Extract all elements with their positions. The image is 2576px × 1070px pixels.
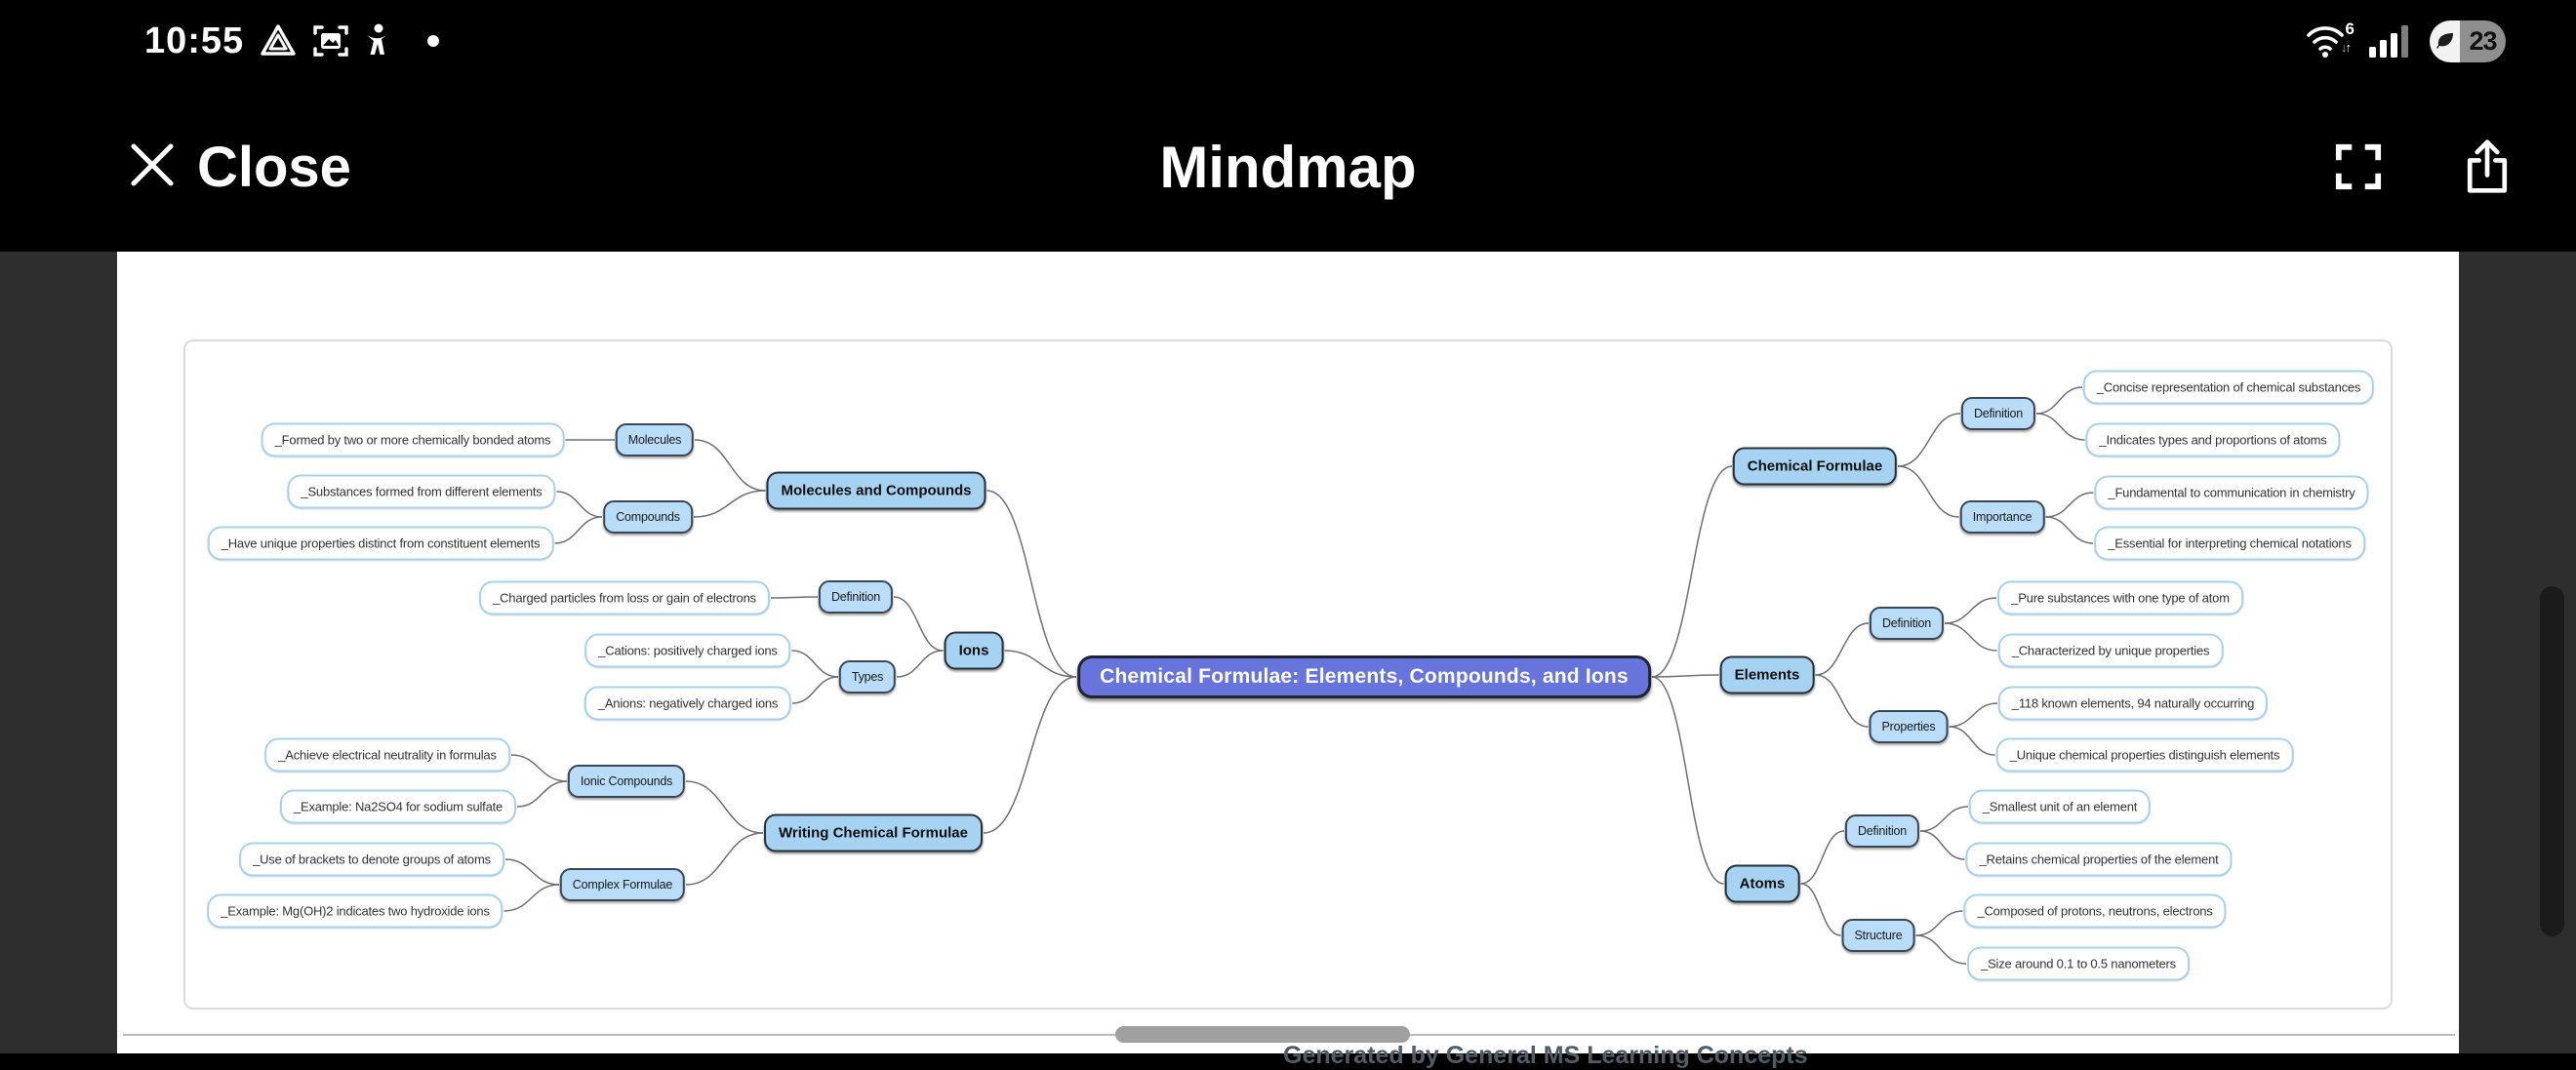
mindmap-node-r2[interactable]: _Indicates types and proportions of atom… <box>2085 422 2341 457</box>
status-left-cluster: 10:55 <box>0 20 440 62</box>
mindmap-node-l10[interactable]: _Example: Mg(OH)2 indicates two hydroxid… <box>207 893 503 929</box>
status-bar: 10:55 <box>0 0 2576 82</box>
horizontal-scrollbar-thumb[interactable] <box>1115 1026 1410 1043</box>
mindmap-node-types[interactable]: Types <box>838 660 897 694</box>
mindmap-node-r8[interactable]: _Unique chemical properties distinguish … <box>1995 737 2294 773</box>
mindmap-node-r11[interactable]: _Composed of protons, neutrons, electron… <box>1963 893 2227 929</box>
mindmap-node-complexf[interactable]: Complex Formulae <box>559 868 686 901</box>
fullscreen-icon <box>2335 143 2382 190</box>
status-right-cluster: 6 ↓↑ 23 <box>2306 0 2506 82</box>
mindmap-node-mc[interactable]: Molecules and Compounds <box>766 471 986 510</box>
mindmap-node-ioniccomp[interactable]: Ionic Compounds <box>567 765 686 798</box>
mindmap-node-cfdef[interactable]: Definition <box>1960 397 2036 430</box>
mindmap-node-compounds[interactable]: Compounds <box>603 500 693 534</box>
mindmap-node-l8[interactable]: _Example: Na2SO4 for sodium sulfate <box>279 789 517 824</box>
mindmap-node-atdef[interactable]: Definition <box>1844 814 1920 848</box>
clock-time: 10:55 <box>144 20 245 61</box>
mindmap-node-eldef[interactable]: Definition <box>1869 607 1945 640</box>
mindmap-node-r6[interactable]: _Characterized by unique properties <box>1997 633 2224 668</box>
mindmap-node-l9[interactable]: _Use of brackets to denote groups of ato… <box>239 842 504 877</box>
mindmap-node-r3[interactable]: _Fundamental to communication in chemist… <box>2094 475 2369 510</box>
mindmap-node-importance[interactable]: Importance <box>1959 500 2045 534</box>
screenshot-icon <box>312 23 349 59</box>
mindmap-node-r12[interactable]: _Size around 0.1 to 0.5 nanometers <box>1967 946 2190 981</box>
battery-indicator: 23 <box>2430 20 2506 62</box>
mindmap-node-l5[interactable]: _Cations: positively charged ions <box>584 633 791 668</box>
share-icon <box>2467 139 2508 193</box>
battery-saver-leaf-icon <box>2430 20 2460 62</box>
mindmap-caption: Generated by General MS Learning Concept… <box>1283 1042 1808 1069</box>
mindmap-node-r7[interactable]: _118 known elements, 94 naturally occurr… <box>1997 686 2269 721</box>
triangle-alert-icon <box>260 23 297 59</box>
mindmap-node-molecules[interactable]: Molecules <box>615 423 695 456</box>
mindmap-node-l3[interactable]: _Have unique properties distinct from co… <box>207 526 554 561</box>
mindmap-node-r4[interactable]: _Essential for interpreting chemical not… <box>2094 526 2365 561</box>
battery-percent-wrap: 23 <box>2460 20 2506 62</box>
mindmap-node-structure[interactable]: Structure <box>1841 919 1915 952</box>
mindmap-node-l1[interactable]: _Formed by two or more chemically bonded… <box>261 422 565 457</box>
close-icon <box>127 139 178 195</box>
wifi-6-label: 6 <box>2345 20 2355 38</box>
mindmap-node-r10[interactable]: _Retains chemical properties of the elem… <box>1965 842 2233 877</box>
wifi-traffic-arrows: ↓↑ <box>2341 40 2352 55</box>
close-button[interactable]: Close <box>127 82 351 252</box>
mindmap-node-iondef[interactable]: Definition <box>818 580 894 614</box>
header-actions <box>2334 82 2512 252</box>
mindmap-node-atoms[interactable]: Atoms <box>1724 864 1800 903</box>
mindmap-node-wcf[interactable]: Writing Chemical Formulae <box>764 813 983 852</box>
page-title: Mindmap <box>1159 134 1417 200</box>
mindmap-node-properties[interactable]: Properties <box>1869 710 1949 743</box>
close-label: Close <box>197 135 351 199</box>
accessibility-icon <box>365 23 390 59</box>
mindmap-node-elements[interactable]: Elements <box>1719 655 1815 694</box>
cellular-signal-icon <box>2369 24 2408 58</box>
share-button[interactable] <box>2463 139 2512 195</box>
mindmap-node-l6[interactable]: _Anions: negatively charged ions <box>584 686 792 721</box>
mindmap-node-root[interactable]: Chemical Formulae: Elements, Compounds, … <box>1077 655 1651 698</box>
mindmap-node-l4[interactable]: _Charged particles from loss or gain of … <box>479 580 770 615</box>
mindmap-node-ions[interactable]: Ions <box>944 631 1004 670</box>
mindmap-node-r1[interactable]: _Concise representation of chemical subs… <box>2082 370 2375 405</box>
mindmap-node-l2[interactable]: _Substances formed from different elemen… <box>287 474 556 509</box>
wifi-icon: 6 ↓↑ <box>2306 20 2355 59</box>
vertical-scrollbar-thumb[interactable] <box>2540 586 2564 936</box>
battery-percent: 23 <box>2469 25 2497 56</box>
app-header: Close Mindmap <box>0 82 2576 252</box>
mindmap-node-r5[interactable]: _Pure substances with one type of atom <box>1997 580 2243 615</box>
mindmap-node-r9[interactable]: _Smallest unit of an element <box>1968 789 2152 824</box>
mindmap-node-l7[interactable]: _Achieve electrical neutrality in formul… <box>264 737 510 773</box>
mindmap-node-cf[interactable]: Chemical Formulae <box>1732 447 1898 486</box>
fullscreen-button[interactable] <box>2334 142 2383 191</box>
notification-dot <box>427 35 440 47</box>
